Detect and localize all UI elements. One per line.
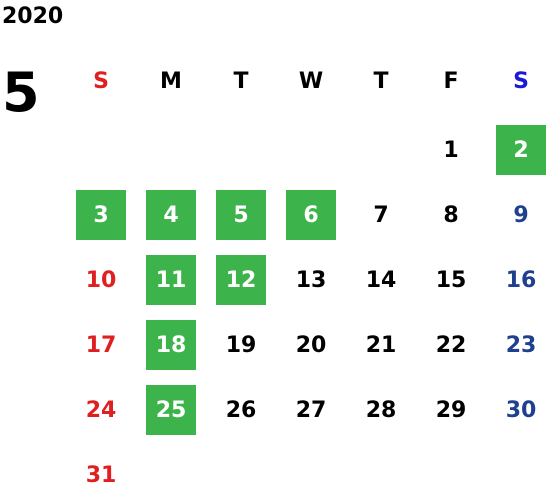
day-cell-20[interactable]: 20	[295, 332, 327, 358]
day-cell-27[interactable]: 27	[295, 397, 327, 423]
day-cell-31[interactable]: 31	[85, 462, 117, 488]
day-cell-25[interactable]: 25	[146, 385, 196, 435]
day-cell-24[interactable]: 24	[85, 397, 117, 423]
month-label: 5	[2, 61, 40, 124]
day-cell-1[interactable]: 1	[443, 137, 459, 163]
weekday-header-fri: F	[443, 69, 459, 94]
day-cell-17[interactable]: 17	[85, 332, 117, 358]
day-cell-21[interactable]: 21	[365, 332, 397, 358]
day-cell-10[interactable]: 10	[85, 267, 117, 293]
day-cell-14[interactable]: 14	[365, 267, 397, 293]
day-cell-19[interactable]: 19	[225, 332, 257, 358]
day-cell-6[interactable]: 6	[286, 190, 336, 240]
day-cell-3[interactable]: 3	[76, 190, 126, 240]
day-cell-5[interactable]: 5	[216, 190, 266, 240]
weekday-header-sun: S	[93, 69, 109, 94]
day-cell-13[interactable]: 13	[295, 267, 327, 293]
weekday-header-wed: W	[298, 69, 324, 94]
day-cell-12[interactable]: 12	[216, 255, 266, 305]
year-label: 2020	[2, 4, 64, 29]
weekday-header-tue: T	[233, 69, 249, 94]
weekday-header-thu: T	[373, 69, 389, 94]
day-cell-30[interactable]: 30	[505, 397, 537, 423]
weekday-header-mon: M	[160, 69, 182, 94]
day-cell-11[interactable]: 11	[146, 255, 196, 305]
weekday-header-sat: S	[513, 69, 529, 94]
day-cell-2[interactable]: 2	[496, 125, 546, 175]
day-cell-23[interactable]: 23	[505, 332, 537, 358]
day-cell-29[interactable]: 29	[435, 397, 467, 423]
day-cell-28[interactable]: 28	[365, 397, 397, 423]
day-cell-7[interactable]: 7	[373, 202, 389, 228]
day-cell-22[interactable]: 22	[435, 332, 467, 358]
day-cell-4[interactable]: 4	[146, 190, 196, 240]
day-cell-15[interactable]: 15	[435, 267, 467, 293]
day-cell-18[interactable]: 18	[146, 320, 196, 370]
day-cell-8[interactable]: 8	[443, 202, 459, 228]
day-cell-16[interactable]: 16	[505, 267, 537, 293]
day-cell-26[interactable]: 26	[225, 397, 257, 423]
day-cell-9[interactable]: 9	[513, 202, 529, 228]
